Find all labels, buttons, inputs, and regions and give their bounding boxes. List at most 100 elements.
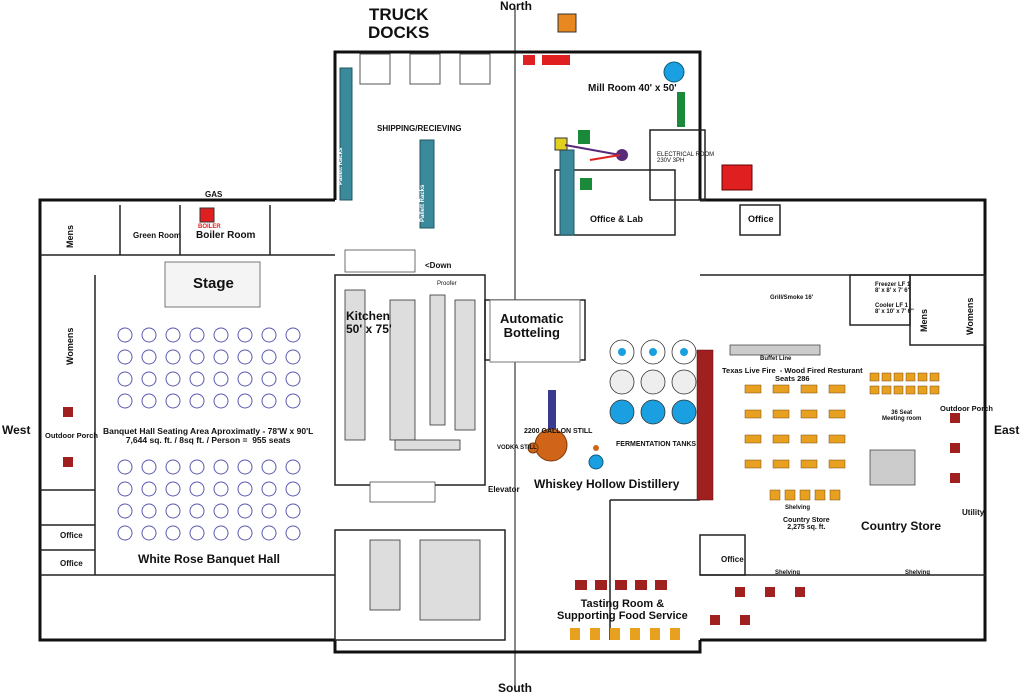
restaurant-table [905,385,916,395]
mens-label-north: Mens [65,224,75,248]
fermentation-tank [671,369,697,395]
banquet-table [165,327,181,343]
shelving-label-3: Shelving [905,570,931,576]
elevator-label: Elevator [488,485,520,494]
truck-docks-label: TRUCK DOCKS [368,5,430,42]
restaurant-table [917,372,928,382]
tasting-tables [570,580,680,640]
stills [527,390,604,470]
restaurant-table [769,489,781,501]
banquet-table [165,459,181,475]
buffet-line [729,344,916,486]
banquet-table [213,459,229,475]
banquet-table [261,327,277,343]
west-label: West [2,423,31,437]
banquet-table [189,371,205,387]
office-label-north: Office [748,214,774,224]
porch-table [710,615,720,625]
restaurant-table [828,434,846,444]
tasting-table [630,628,640,640]
fermentation-label: FERMENTATION TANKS [616,441,697,448]
banquet-table [165,349,181,365]
fermentation-tank [640,399,666,425]
shelving-label-2: Shelving [775,570,801,576]
tank-valve [649,348,657,356]
mill-room-label: Mill Room 40' x 50' [588,83,677,94]
banquet-table [141,327,157,343]
restaurant-table [772,384,790,394]
restaurant-table [799,489,811,501]
restaurant-table [881,372,892,382]
tasting-table [615,580,627,590]
buffet-label: Buffet Line [760,356,792,362]
still-label: 2200 GALLON STILL [524,428,593,435]
banquet-table [285,393,301,409]
pallet-racks [339,67,575,236]
porch-table [765,587,775,597]
porch-table [63,407,73,417]
banquet-table [165,371,181,387]
restaurant-table [828,459,846,469]
womens-label-west: Womens [65,327,75,365]
restaurant-table [814,489,826,501]
banquet-table [189,459,205,475]
building-walls [38,50,987,654]
office-label-west-2: Office [60,559,83,568]
banquet-table [117,459,133,475]
white-rose-label: White Rose Banquet Hall [138,552,281,566]
boiler-room-label: Boiler Room [196,230,256,241]
mens-label-east: Mens [919,308,929,332]
stairs [344,249,436,503]
barrel-storage [696,349,714,501]
banquet-table [117,525,133,541]
boiler-icon [199,207,215,223]
banquet-table [189,525,205,541]
banquet-table [165,503,181,519]
banquet-table [117,503,133,519]
banquet-table [117,371,133,387]
banquet-table [213,503,229,519]
office-label-west-1: Office [60,531,83,540]
freezer-label: Freezer LF 1 8' x 8' x 7' 6" [875,282,911,295]
kitchen-label: Kitchen 50' x 75' [346,309,392,336]
porch-table [735,587,745,597]
banquet-table [285,525,301,541]
restaurant-table [893,385,904,395]
banquet-table [285,349,301,365]
tank-valve [618,348,626,356]
banquet-table [237,459,253,475]
shipping-label: SHIPPING/RECIEVING [377,124,462,133]
restaurant-table [772,409,790,419]
banquet-table [165,393,181,409]
restaurant-table [929,372,940,382]
restaurant-table [893,372,904,382]
cooler-label: Cooler LF 1 8' x 10' x 7' 6" [875,303,914,316]
down-label: <Down [425,261,452,270]
restaurant-table [784,489,796,501]
banquet-table [213,349,229,365]
banquet-table [261,503,277,519]
banquet-table [285,371,301,387]
restaurant-table [869,372,880,382]
tasting-table [635,580,647,590]
boiler-tag: BOILER [198,224,221,230]
stage-area [164,261,261,308]
banquet-table [261,525,277,541]
kitchen-equipment [344,289,481,621]
banquet-table [189,349,205,365]
banquet-table [213,327,229,343]
porch-table [950,473,960,483]
fermentation-tank [671,399,697,425]
restaurant-table [744,459,762,469]
fermentation-tanks [609,339,697,425]
banquet-table [141,481,157,497]
grill-label: Grill/Smoke 16' [770,295,814,301]
tasting-table [575,580,587,590]
banquet-table [285,503,301,519]
banquet-table [261,349,277,365]
banquet-table [237,371,253,387]
banquet-table [141,393,157,409]
banquet-table [141,503,157,519]
north-label: North [500,0,532,13]
tasting-table [590,628,600,640]
